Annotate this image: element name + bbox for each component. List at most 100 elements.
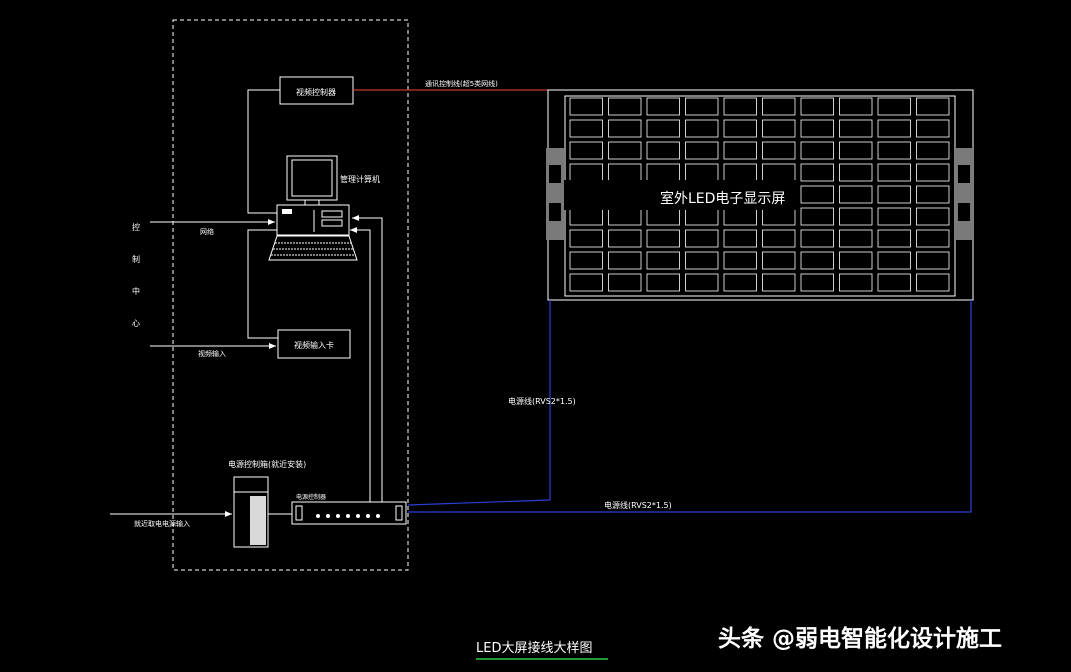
led-module — [646, 273, 680, 292]
led-screen-label: 室外LED电子显示屏 — [660, 190, 785, 207]
svg-text:心: 心 — [132, 319, 140, 328]
led-module — [646, 141, 680, 160]
led-module — [723, 207, 757, 226]
power-to-pc-line-1 — [350, 229, 371, 502]
right-terminal-block — [955, 148, 973, 240]
led-module — [916, 185, 950, 204]
led-module — [569, 141, 603, 160]
led-module — [608, 97, 642, 116]
led-module — [916, 251, 950, 270]
led-module — [646, 119, 680, 138]
comm-cable-label: 通讯控制线(超5类网线) — [425, 79, 498, 88]
led-module — [762, 251, 796, 270]
led-module — [839, 141, 873, 160]
led-module — [877, 273, 911, 292]
led-module — [877, 229, 911, 248]
led-module — [877, 163, 911, 182]
video-capture-card-label: 视频输入卡 — [294, 340, 334, 350]
led-module — [569, 207, 603, 226]
led-module — [569, 229, 603, 248]
led-module — [569, 119, 603, 138]
svg-text:制: 制 — [132, 254, 140, 264]
led-module — [800, 163, 834, 182]
led-module — [685, 97, 719, 116]
led-module — [916, 119, 950, 138]
led-module — [608, 207, 642, 226]
led-module — [646, 163, 680, 182]
led-module — [608, 163, 642, 182]
led-module — [608, 251, 642, 270]
led-module — [916, 141, 950, 160]
led-module — [762, 163, 796, 182]
led-module — [723, 251, 757, 270]
led-module — [762, 119, 796, 138]
led-module — [569, 97, 603, 116]
led-module — [685, 207, 719, 226]
led-module — [569, 273, 603, 292]
led-module — [839, 185, 873, 204]
power-cable-right — [408, 300, 972, 513]
led-module — [723, 119, 757, 138]
led-module — [800, 273, 834, 292]
led-module — [646, 207, 680, 226]
svg-text:中: 中 — [132, 286, 140, 296]
led-module — [839, 163, 873, 182]
led-module — [800, 251, 834, 270]
led-module — [916, 229, 950, 248]
internal-bus-line — [247, 89, 280, 214]
video-capture-card-box — [277, 329, 351, 359]
led-module — [916, 97, 950, 116]
led-module — [685, 119, 719, 138]
video-input-label: 视频输入 — [198, 349, 226, 358]
led-module — [723, 273, 757, 292]
led-module — [685, 141, 719, 160]
power-cable-left — [407, 300, 551, 506]
led-module — [685, 229, 719, 248]
control-room-boundary — [172, 19, 409, 571]
led-module — [916, 207, 950, 226]
power-cable-right-label: 电源线(RVS2*1.5) — [604, 500, 672, 510]
led-module — [608, 273, 642, 292]
led-module — [839, 229, 873, 248]
led-module — [839, 97, 873, 116]
led-module — [839, 207, 873, 226]
led-module — [800, 141, 834, 160]
led-module — [877, 207, 911, 226]
led-module — [762, 97, 796, 116]
led-module — [723, 163, 757, 182]
led-module — [608, 229, 642, 248]
led-module — [916, 163, 950, 182]
internal-bus-line-lower — [247, 229, 278, 339]
led-module — [685, 273, 719, 292]
led-module — [762, 207, 796, 226]
led-module — [800, 207, 834, 226]
led-module — [608, 119, 642, 138]
led-module — [723, 229, 757, 248]
svg-text:控: 控 — [132, 222, 140, 232]
led-module — [685, 163, 719, 182]
management-computer-icon — [268, 155, 358, 261]
left-terminal-block — [546, 148, 564, 240]
led-module — [723, 97, 757, 116]
led-module — [877, 141, 911, 160]
power-distribution-box-icon — [233, 476, 269, 548]
control-center-label: 控 制 中 心 — [132, 222, 140, 328]
led-module — [762, 141, 796, 160]
led-module — [916, 273, 950, 292]
led-module — [800, 119, 834, 138]
led-module — [569, 163, 603, 182]
power-cable-left-label: 电源线(RVS2*1.5) — [508, 396, 576, 406]
led-module — [800, 185, 834, 204]
led-module — [839, 119, 873, 138]
mains-input-label: 就近取电电源输入 — [134, 519, 190, 528]
power-distribution-box-label: 电源控制箱(就近安装) — [228, 459, 306, 469]
watermark-text: 头条 @弱电智能化设计施工 — [718, 625, 1002, 652]
led-module — [877, 251, 911, 270]
diagram-title: LED大屏接线大样图 — [476, 640, 592, 656]
led-module — [646, 251, 680, 270]
power-controller-label: 电源控制器 — [296, 493, 326, 501]
led-module — [839, 273, 873, 292]
led-module — [877, 119, 911, 138]
led-module — [762, 273, 796, 292]
